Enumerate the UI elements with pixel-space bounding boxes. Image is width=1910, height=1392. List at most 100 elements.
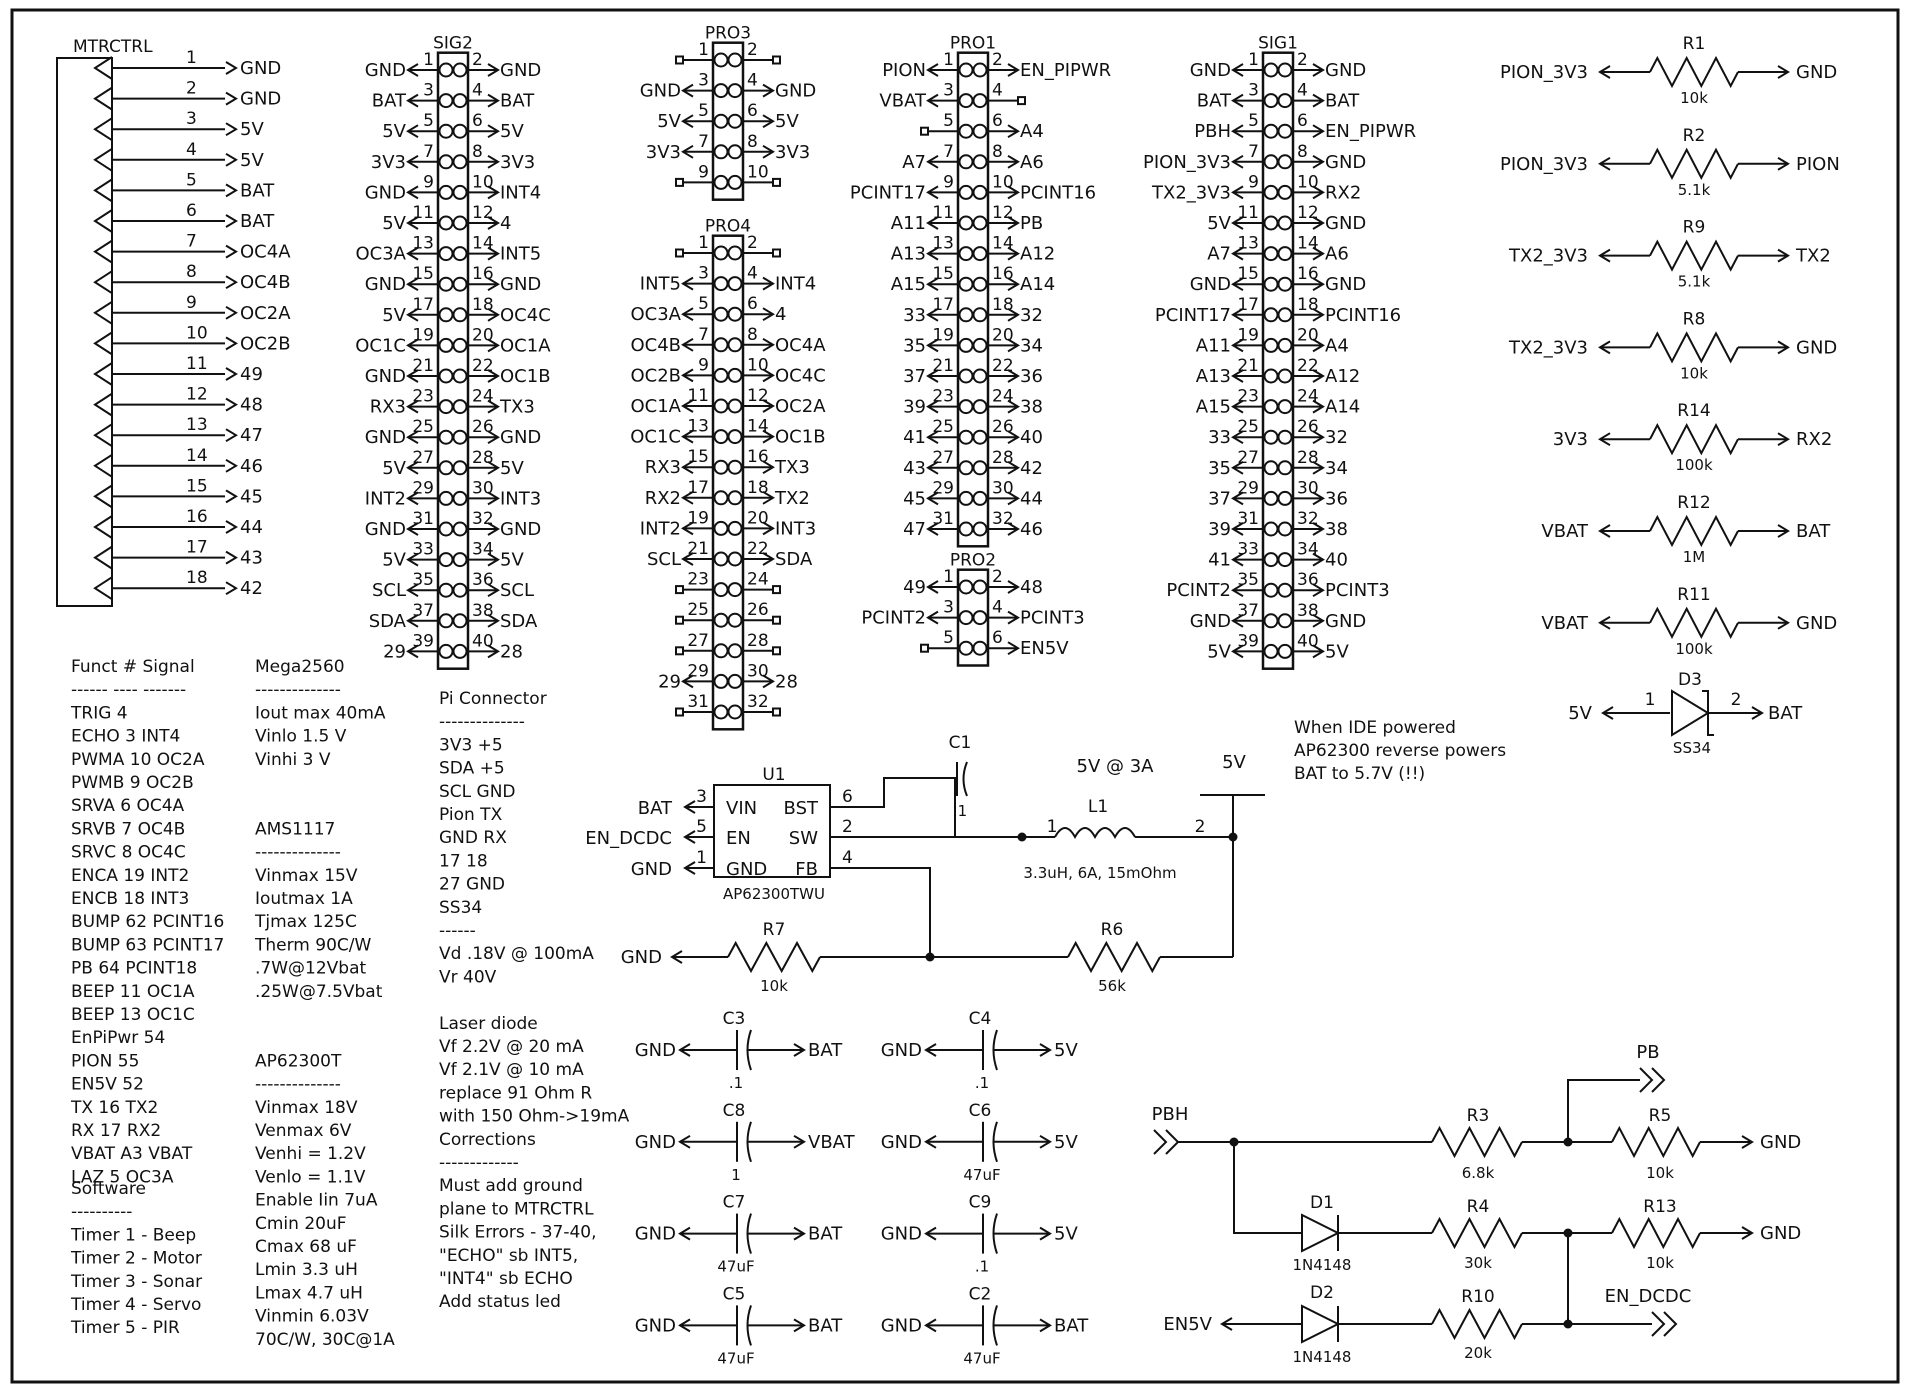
sig2-pin-number: 26	[472, 417, 494, 437]
port-arrow	[1312, 644, 1325, 659]
pro4-pin-ring	[727, 490, 743, 506]
port-arrow	[683, 830, 696, 844]
sig2-pin-ring	[452, 399, 468, 415]
note-mega-line: 70C/W, 30C@1A	[255, 1330, 395, 1350]
sig2-net-left: 5V	[382, 305, 406, 326]
sig2-pin-number: 21	[412, 356, 434, 376]
pro4-pin-number: 5	[698, 294, 709, 314]
pro4-pin-ring	[713, 367, 729, 383]
sig1-pin-number: 19	[1237, 325, 1259, 345]
port-arrow	[762, 337, 775, 352]
sig2-pin-number: 1	[423, 50, 434, 70]
port-arrow	[406, 399, 419, 414]
port-arrow	[1312, 216, 1325, 230]
pro4-pin-ring	[713, 551, 729, 567]
mtrctrl-net-label: BAT	[240, 211, 275, 232]
port-arrow	[1231, 613, 1244, 628]
cap-value: 1	[731, 1166, 741, 1184]
r10-ref: R10	[1461, 1287, 1494, 1307]
pro4-net-right: INT3	[775, 518, 816, 539]
c1-value: .1	[953, 802, 967, 820]
port-arrow	[487, 644, 500, 659]
sig2-pin-ring	[452, 490, 468, 506]
port-arrow	[1039, 1043, 1052, 1057]
pro1-nc-marker	[920, 126, 929, 136]
sig1-pin-number: 8	[1297, 142, 1308, 162]
sig2-pin-number: 12	[472, 203, 494, 223]
cap-net-right: BAT	[808, 1224, 843, 1245]
cap-ref: C2	[969, 1284, 992, 1304]
mtrctrl-pin-number: 5	[186, 170, 197, 190]
note-pi-line: 17 18	[439, 851, 488, 871]
pro4-net-left: SCL	[647, 549, 681, 570]
note-mega-line: Cmin 20uF	[255, 1214, 347, 1234]
pro1-net-right: 42	[1020, 458, 1043, 479]
d3-pin-number: 1	[1645, 690, 1656, 710]
pro1-pin-number: 21	[932, 356, 954, 376]
mtrctrl-contact	[93, 270, 113, 295]
note-pi-line: --------------	[439, 712, 525, 732]
resistor-body	[1649, 147, 1739, 180]
sig2-pin-ring	[452, 307, 468, 323]
note-funct-line: ENCB 18 INT3	[71, 889, 189, 909]
port-arrow	[1598, 65, 1611, 79]
sig1-pin-ring	[1263, 460, 1279, 476]
sig2-net-right: 4	[500, 213, 511, 234]
sig2-pin-number: 27	[412, 448, 434, 468]
sig2-pin-ring	[438, 276, 454, 292]
pro3-net-left: 5V	[657, 111, 681, 132]
pro4-pin-ring	[727, 429, 743, 445]
mtrctrl-contact	[93, 56, 113, 80]
sig2-pin-ring	[452, 613, 468, 629]
port-arrow	[225, 489, 238, 504]
note-pi-line: Vf 2.2V @ 20 mA	[439, 1037, 584, 1057]
port-arrow	[225, 458, 238, 473]
out-label: 5V	[1222, 752, 1246, 773]
note-software-line: Timer 3 - Sonar	[70, 1272, 202, 1292]
sig2-net-right: SCL	[500, 580, 534, 601]
sig1-net-left: PCINT17	[1155, 305, 1231, 326]
pbh-label: PBH	[1152, 1104, 1189, 1125]
port-arrow	[1312, 583, 1325, 598]
pro1-pin-ring	[972, 307, 988, 323]
pro4-pin-ring	[727, 398, 743, 414]
port-arrow	[1007, 185, 1020, 200]
sig2-pin-ring	[452, 552, 468, 568]
port-arrow	[406, 491, 419, 506]
sig1-pin-number: 16	[1297, 264, 1319, 284]
pro2-net-right: 48	[1020, 577, 1043, 598]
pro1-pin-number: 17	[932, 295, 954, 315]
pro1-pin-number: 4	[992, 81, 1003, 101]
sig1-pin-ring	[1263, 307, 1279, 323]
pro1-net-right: PCINT16	[1020, 182, 1096, 203]
port-arrow	[1312, 124, 1325, 139]
note-pi-line: Vr 40V	[439, 967, 497, 987]
pro4-pin-ring	[727, 704, 743, 720]
port-arrow	[1039, 1134, 1052, 1149]
port-arrow	[406, 246, 419, 261]
cap-value: 47uF	[717, 1258, 754, 1276]
port-arrow	[681, 521, 694, 536]
r4-ref: R4	[1467, 1197, 1490, 1217]
sig2-net-right: 5V	[500, 458, 524, 479]
pro4-pin-number: 31	[687, 692, 709, 712]
r13-body	[1611, 1216, 1701, 1250]
d2-value: 1N4148	[1293, 1348, 1352, 1366]
port-arrow	[1007, 124, 1020, 139]
port-arrow	[681, 114, 694, 129]
note-funct-line: BEEP 13 OC1C	[71, 1005, 195, 1025]
sig2-net-left: 3V3	[371, 152, 406, 173]
port-arrow	[406, 307, 419, 322]
pro4-pin-number: 11	[687, 386, 709, 406]
note-funct-line: ECHO 3 INT4	[71, 727, 180, 747]
resistor-body	[1649, 239, 1739, 272]
pro4-ref: PRO4	[705, 217, 751, 237]
note-mega-line: Vinmax 18V	[255, 1098, 358, 1118]
sig2-net-left: BAT	[372, 91, 407, 112]
sig1-pin-ring	[1277, 337, 1293, 353]
sig2-pin-number: 35	[412, 570, 434, 590]
resistor-net-right: BAT	[1796, 521, 1831, 542]
port-arrow	[681, 337, 694, 352]
sig1-net-right: A12	[1325, 366, 1360, 387]
